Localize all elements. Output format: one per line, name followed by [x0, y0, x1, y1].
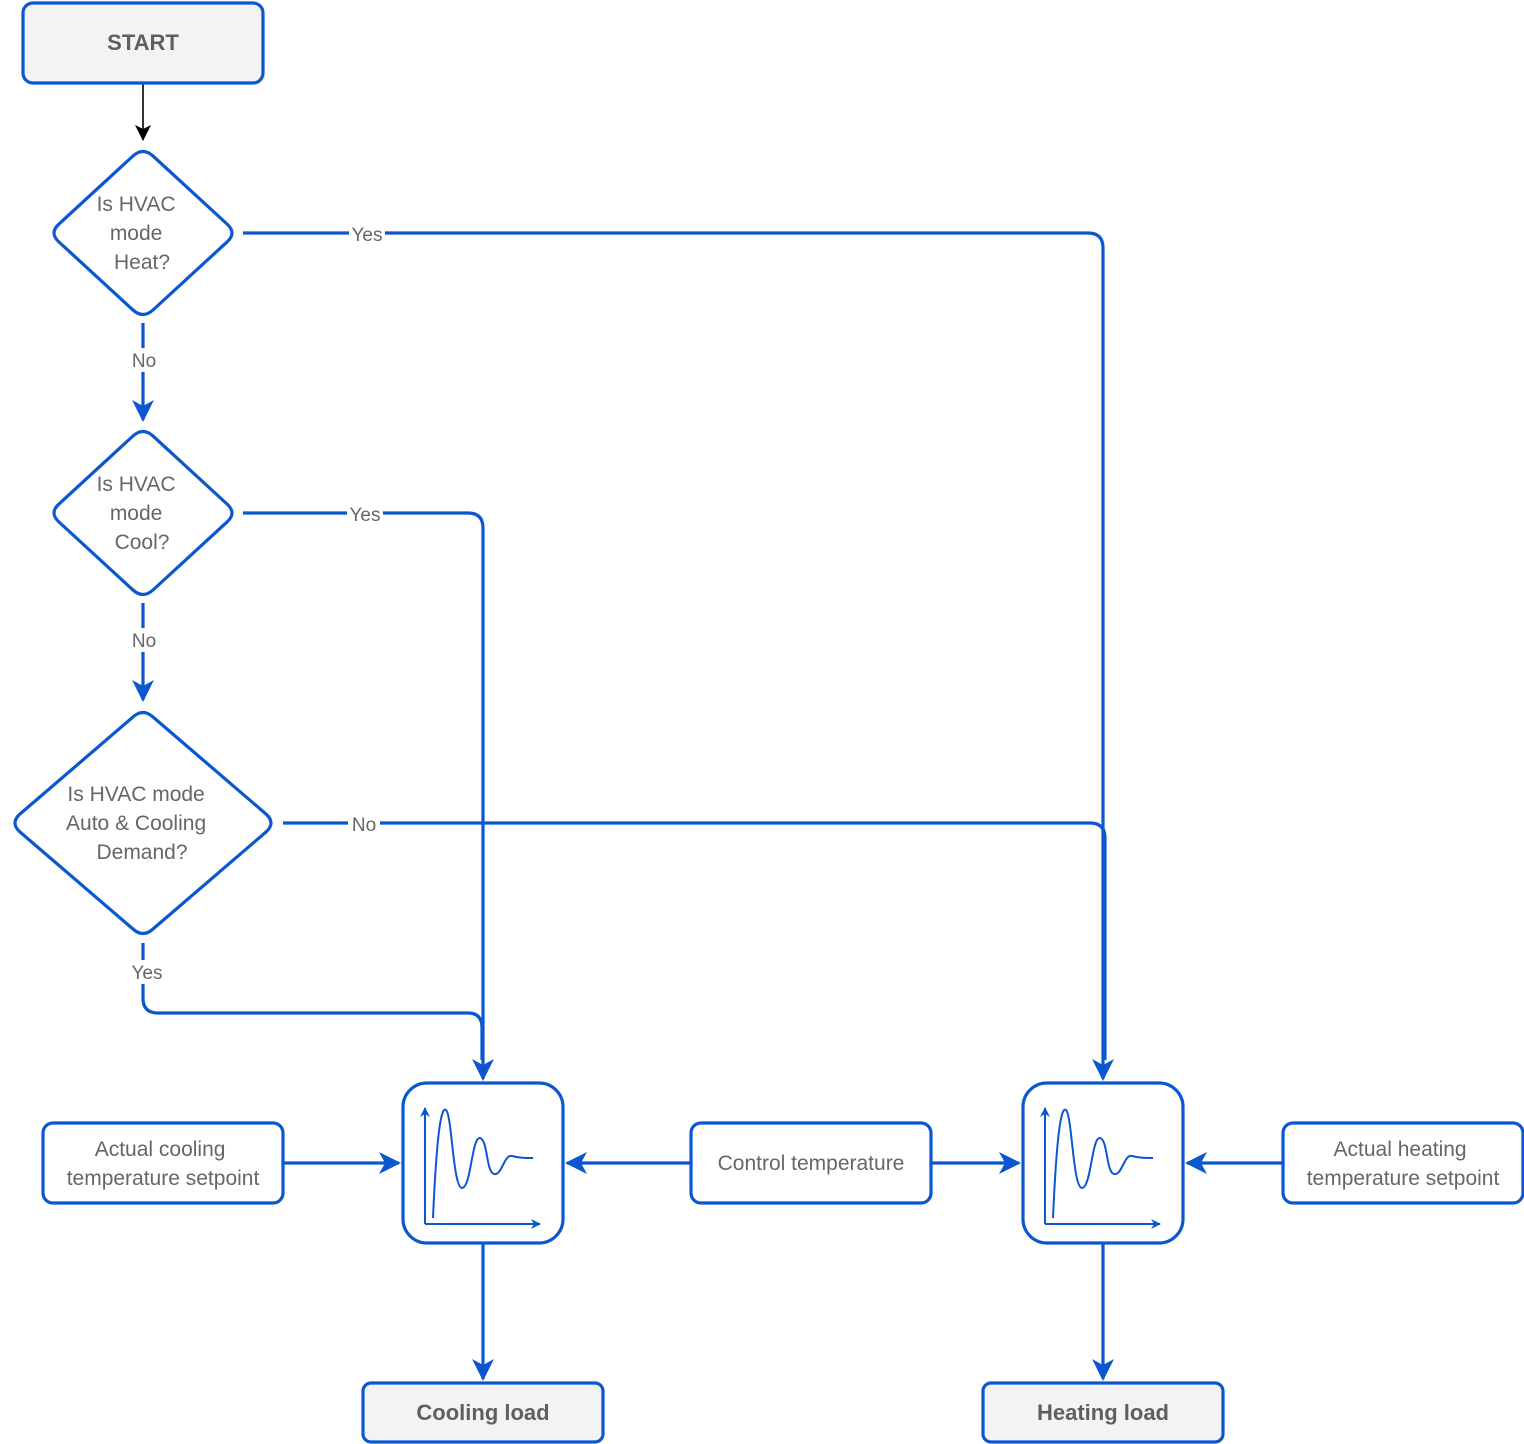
decision-cool-line-1: Is HVAC — [97, 473, 176, 496]
decision-heat-line-2: mode — [110, 222, 163, 245]
edge-labels: Yes No Yes No No Yes — [127, 222, 385, 984]
decision-cool-line-2: mode — [110, 502, 163, 525]
decision-auto-line-2: Auto & Cooling — [66, 812, 206, 835]
start-label: START — [107, 30, 179, 55]
cooling-load-node: Cooling load — [361, 1381, 605, 1444]
svg-text:Actual heating temperatu: Actual heating temperature setpoint — [1307, 1138, 1500, 1190]
edge-label-cool-no: No — [132, 631, 156, 652]
decision-cool: Is HVAC mode Cool? — [52, 429, 234, 597]
control-temperature-label: Control temperature — [718, 1152, 905, 1175]
edge-label-heat-no: No — [132, 351, 156, 372]
start-node: START — [21, 1, 265, 85]
pid-response-chart-icon — [420, 1107, 541, 1229]
edge-auto-yes — [141, 943, 484, 1060]
edge-heat-yes — [243, 231, 1114, 1081]
edge-label-auto-no: No — [352, 815, 376, 836]
svg-text:Actual cooling temperatu: Actual cooling temperature setpoint — [67, 1138, 260, 1190]
decision-heat-line-1: Is HVAC — [97, 193, 176, 216]
edge-label-cool-yes: Yes — [350, 505, 381, 526]
cooling-load-label: Cooling load — [416, 1400, 549, 1425]
heating-setpoint-node: Actual heating temperature setpoint — [1281, 1121, 1524, 1205]
decision-heat: Is HVAC mode Heat? — [52, 149, 234, 317]
edge-cool-yes — [243, 511, 494, 1081]
svg-text:Is HVAC mode Cool?: Is HVAC mode Cool? — [97, 473, 182, 554]
cooling-setpoint-node: Actual cooling temperature setpoint — [41, 1121, 285, 1205]
decision-auto-cooling-demand: Is HVAC mode Auto & Cooling Demand? — [13, 710, 273, 936]
svg-text:Is HVAC mode Auto & Cool: Is HVAC mode Auto & Cooling Demand? — [66, 783, 212, 864]
control-temperature-node: Control temperature — [689, 1121, 933, 1205]
heating-setpoint-line-1: Actual heating — [1334, 1138, 1467, 1161]
edge-label-heat-yes: Yes — [352, 225, 383, 246]
heating-load-node: Heating load — [981, 1381, 1225, 1444]
decision-heat-line-3: Heat? — [114, 251, 170, 274]
svg-text:Is HVAC mode Heat?: Is HVAC mode Heat? — [97, 193, 182, 274]
cooling-setpoint-line-1: Actual cooling — [95, 1138, 226, 1161]
cooling-setpoint-line-2: temperature setpoint — [67, 1167, 260, 1190]
heating-setpoint-line-2: temperature setpoint — [1307, 1167, 1500, 1190]
cooling-controller-node — [401, 1081, 565, 1245]
decision-cool-line-3: Cool? — [115, 531, 170, 554]
pid-response-chart-icon — [1040, 1107, 1161, 1229]
heating-controller-node — [1021, 1081, 1185, 1245]
decision-auto-line-3: Demand? — [96, 841, 187, 864]
edge-auto-no — [283, 821, 1107, 1060]
edges — [132, 84, 1283, 1381]
edge-label-auto-yes: Yes — [132, 963, 163, 984]
heating-load-label: Heating load — [1037, 1400, 1169, 1425]
decision-auto-line-1: Is HVAC mode — [67, 783, 204, 806]
